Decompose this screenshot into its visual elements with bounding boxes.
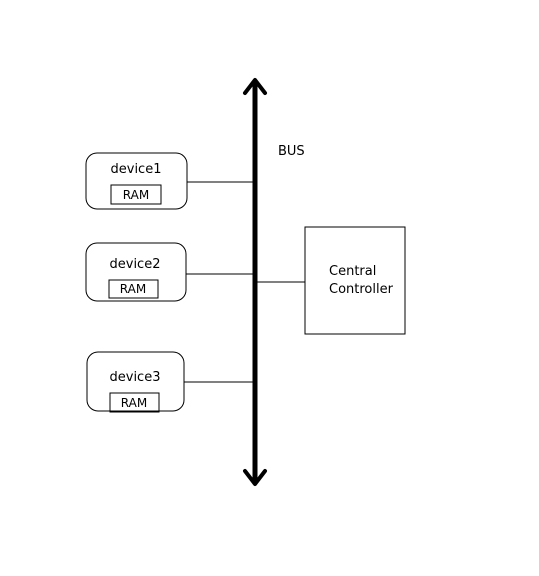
device-2: device2 RAM	[85, 242, 253, 302]
bus-line	[243, 78, 267, 486]
central-controller: Central Controller	[257, 226, 406, 335]
device-2-name: device2	[110, 257, 161, 272]
device-3: device3 RAM	[86, 351, 253, 413]
device-2-ram-box	[108, 279, 159, 299]
central-controller-label-line1: Central	[329, 264, 376, 279]
bus-arrow-up-icon	[243, 78, 267, 95]
device-2-box	[85, 242, 187, 302]
device-3-ram-label: RAM	[121, 396, 147, 410]
device-1-ram-box	[110, 184, 162, 205]
device-2-ram-label: RAM	[120, 282, 146, 296]
central-controller-label-line2: Controller	[329, 282, 394, 297]
bus-arrow-down-icon	[243, 469, 267, 486]
device-1-name: device1	[111, 162, 162, 177]
device-3-ram-box	[109, 392, 160, 413]
central-controller-box	[304, 226, 406, 335]
device-3-name: device3	[110, 370, 161, 385]
bus-label: BUS	[278, 144, 305, 159]
device-1-ram-label: RAM	[123, 188, 149, 202]
device-1-box	[85, 152, 188, 210]
device-1: device1 RAM	[85, 152, 253, 210]
